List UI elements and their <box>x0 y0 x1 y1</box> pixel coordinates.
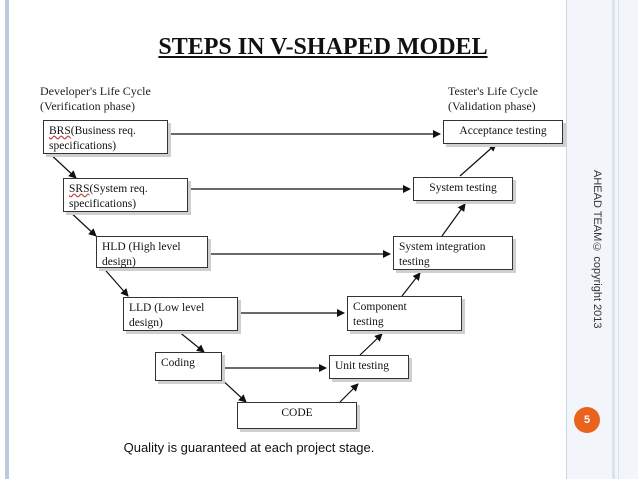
slide-right-line <box>618 0 619 479</box>
copyright-text: AHEAD TEAM© copyright 2013 <box>591 170 603 329</box>
slide-title: STEPS IN V-SHAPED MODEL <box>158 34 488 60</box>
step-system-integration-testing: System integration testing <box>393 236 513 270</box>
step-component-testing: Component testing <box>347 296 462 331</box>
tester-lifecycle-label: Tester's Life Cycle (Validation phase) <box>448 84 538 113</box>
step-lld: LLD (Low level design) <box>123 297 238 331</box>
srs-text: (System req. specifications) <box>69 183 148 210</box>
arrow-srs-to-hld <box>67 209 97 237</box>
step-system-testing: System testing <box>413 177 513 201</box>
brs-text: (Business req. specifications) <box>49 125 136 152</box>
arrow-system-to-acceptance <box>459 143 497 177</box>
step-unit-testing: Unit testing <box>329 355 409 379</box>
arrow-unit-to-component <box>359 333 383 356</box>
step-brs: BRS(Business req. specifications) <box>43 120 168 154</box>
slide-left-border <box>5 0 9 479</box>
arrow-brs-to-srs <box>47 151 77 179</box>
arrow-hld-to-lld <box>99 263 129 297</box>
step-coding: Coding <box>155 352 222 381</box>
page-number-badge: 5 <box>574 407 600 433</box>
srs-abbr: SRS <box>69 183 90 195</box>
slide-right-line <box>566 0 567 479</box>
brs-abbr: BRS <box>49 125 71 137</box>
arrow-coding-to-code <box>219 377 247 403</box>
developer-lifecycle-label: Developer's Life Cycle (Verification pha… <box>40 84 151 113</box>
arrow-lld-to-coding <box>177 330 205 353</box>
arrow-code-to-unit <box>339 383 359 403</box>
footnote: Quality is guaranteed at each project st… <box>123 440 375 455</box>
step-acceptance-testing: Acceptance testing <box>443 120 563 144</box>
arrow-integration-to-system <box>441 203 466 237</box>
slide-right-band <box>566 0 638 479</box>
step-hld: HLD (High level design) <box>96 236 208 268</box>
arrow-component-to-integration <box>401 272 421 297</box>
step-srs: SRS(System req. specifications) <box>63 178 188 212</box>
step-code: CODE <box>237 402 357 429</box>
slide-right-line <box>612 0 615 479</box>
